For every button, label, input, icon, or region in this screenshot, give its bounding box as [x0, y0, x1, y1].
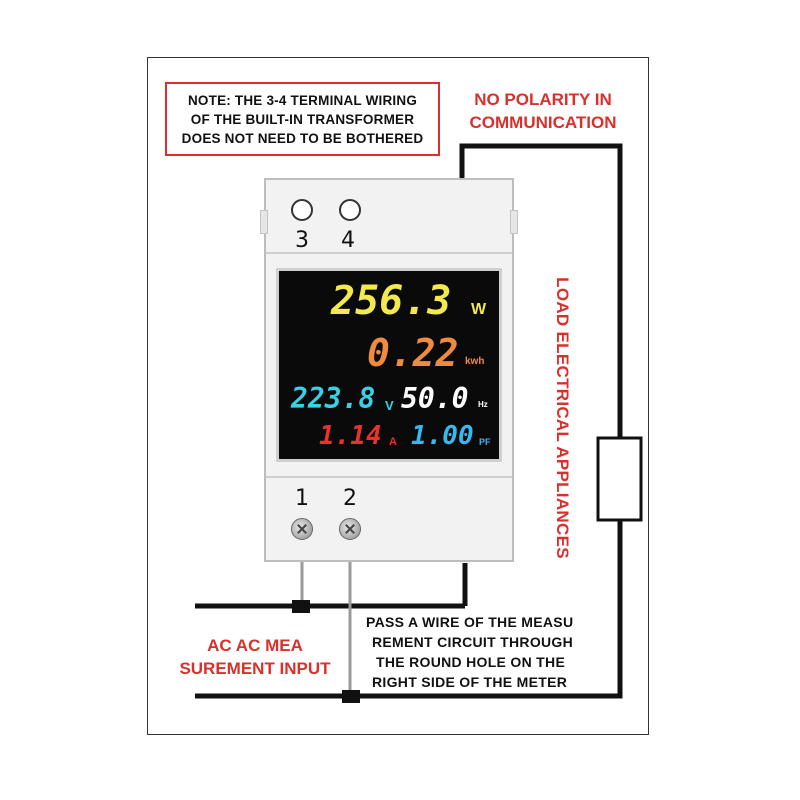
pass-wire-line-1: PASS A WIRE OF THE MEASU: [366, 614, 574, 630]
input-line-2: SUREMENT INPUT: [179, 659, 331, 678]
pass-wire-line-2: REMENT CIRCUIT THROUGH: [372, 634, 574, 650]
polarity-line-2: COMMUNICATION: [469, 113, 617, 132]
meter-lower-band: [266, 476, 512, 478]
power-factor-value: 1.00: [411, 421, 474, 451]
note-line-2: OF THE BUILT-IN TRANSFORMER: [190, 111, 415, 127]
meter-clip-right: [510, 210, 518, 234]
load-label: LOAD ELECTRICAL APPLIANCES: [553, 277, 572, 559]
current-value: 1.14: [319, 421, 382, 451]
current-unit: A: [389, 436, 397, 448]
frequency-value: 50.0: [401, 382, 469, 415]
communication-wire: [459, 143, 623, 438]
note-line-1: NOTE: THE 3-4 TERMINAL WIRING: [187, 92, 418, 108]
note-box: NOTE: THE 3-4 TERMINAL WIRING OF THE BUI…: [165, 82, 440, 156]
load-return-wire: [195, 520, 623, 699]
voltage-unit: V: [385, 398, 394, 413]
power-value: 256.3: [331, 278, 452, 324]
input-line-1: AC AC MEA: [207, 636, 303, 655]
pass-wire-line-4: RIGHT SIDE OF THE METER: [372, 674, 568, 690]
input-label: AC AC MEA SUREMENT INPUT: [160, 634, 350, 680]
voltage-value: 223.8: [291, 382, 376, 415]
junction-node-2: [342, 690, 360, 703]
frequency-unit: Hz: [478, 400, 488, 409]
load-appliance-symbol: [596, 436, 643, 522]
terminal-3-hole: [291, 199, 313, 221]
power-unit: W: [471, 301, 487, 318]
note-line-3: DOES NOT NEED TO BE BOTHERED: [181, 130, 424, 146]
energy-value: 0.22: [367, 331, 459, 375]
terminal-4-number: 4: [341, 228, 355, 253]
meter-upper-band: [266, 252, 512, 254]
junction-node-1: [292, 600, 310, 613]
diagram-frame: [147, 57, 649, 735]
polarity-line-1: NO POLARITY IN: [474, 90, 612, 109]
power-factor-unit: PF: [479, 437, 491, 447]
energy-unit: kwh: [465, 356, 485, 367]
pass-wire-label: PASS A WIRE OF THE MEASU REMENT CIRCUIT …: [366, 612, 573, 692]
terminal-2-screw-icon: [339, 518, 361, 540]
polarity-label: NO POLARITY IN COMMUNICATION: [456, 88, 630, 134]
pass-wire-line-3: THE ROUND HOLE ON THE: [376, 654, 566, 670]
terminal-4-hole: [339, 199, 361, 221]
terminal-1-screw-icon: [291, 518, 313, 540]
terminal-1-number: 1: [295, 486, 309, 511]
meter-clip-left: [260, 210, 268, 234]
terminal-3-number: 3: [295, 228, 309, 253]
lcd-display: 256.3 W 0.22 kwh 223.8 V 50.0 Hz 1.14 A …: [276, 268, 502, 462]
terminal-2-number: 2: [343, 486, 357, 511]
